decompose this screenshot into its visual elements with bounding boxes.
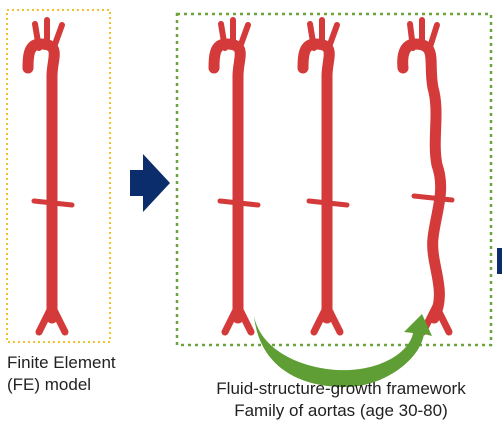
framework-box [175, 12, 493, 347]
aorta-age-old [397, 17, 455, 336]
aorta-age-middle [303, 20, 347, 332]
fe-model-caption-line-1: Finite Element [7, 353, 116, 372]
fe-model-caption: Finite Element (FE) model [7, 352, 116, 396]
fe-model-box [6, 9, 111, 343]
right-arrow-icon [130, 154, 170, 212]
curved-arrow-icon [254, 314, 432, 388]
fe-model-caption-line-2: (FE) model [7, 375, 92, 394]
framework-caption-line-2: Family of aortas (age 30-80) [234, 401, 448, 420]
framework-caption: Fluid-structure-growth framework Family … [176, 378, 502, 422]
aorta-age-young [214, 20, 258, 332]
framework-caption-line-1: Fluid-structure-growth framework [216, 379, 466, 398]
right-edge-marker [497, 248, 502, 274]
aorta-fe-model [28, 20, 72, 332]
